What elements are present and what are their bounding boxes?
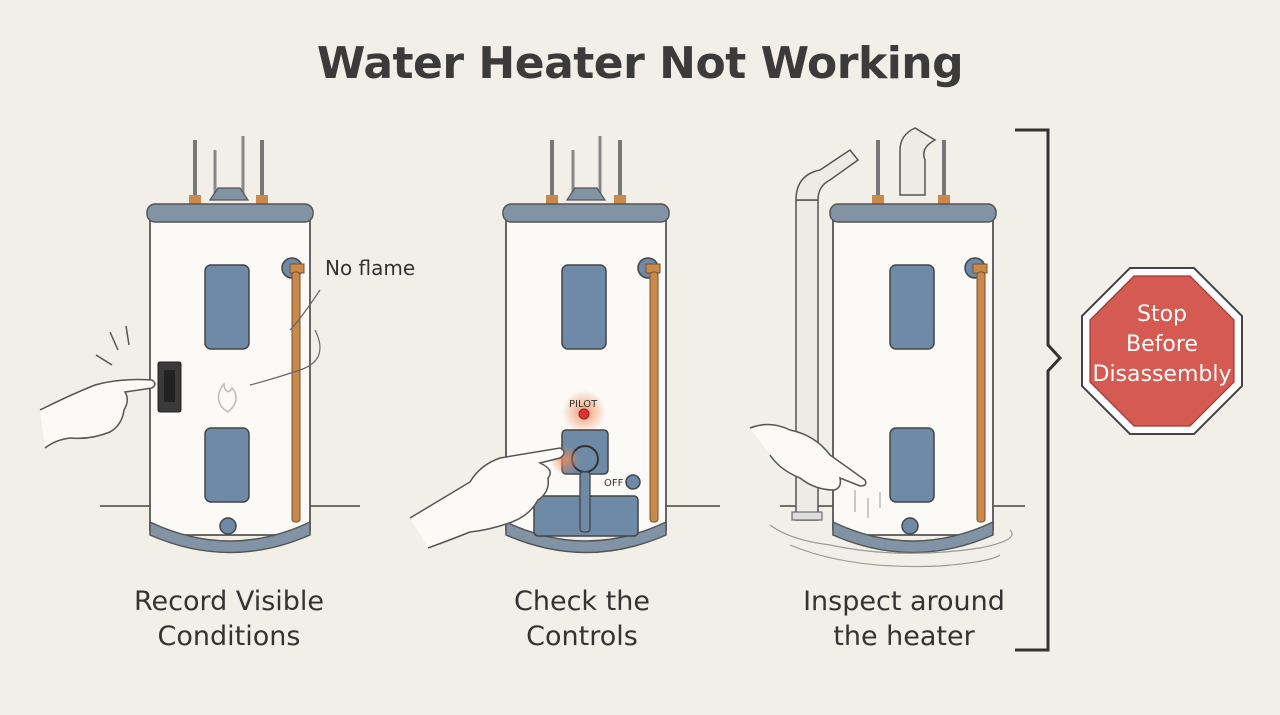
stop-sign-line1: Stop [1136,302,1187,327]
water-heater-3 [749,127,1013,568]
hand-checking-leak-icon [749,423,867,491]
pilot-label: PILOT [569,399,598,410]
step-3-caption-line2: the heater [833,621,975,652]
no-flame-annotation: No flame [325,256,416,280]
step-2-caption-line2: Controls [526,621,638,652]
flame-outline-icon [217,382,237,413]
stop-sign-line3: Disassembly [1092,362,1232,387]
pointing-hand-icon [39,378,156,449]
water-heater-2 [409,136,670,554]
off-label: OFF [604,478,624,489]
step-2-caption: Check the Controls [432,584,732,654]
step-3-caption: Inspect around the heater [754,584,1054,654]
off-knob[interactable] [625,474,641,490]
step-1-caption-line2: Conditions [157,621,301,652]
step-2-caption-line1: Check the [514,586,650,617]
step-3-caption-line1: Inspect around [803,586,1005,617]
hand-turning-knob-icon [409,447,565,549]
stop-sign-icon [1089,275,1235,427]
water-puddle [769,524,1013,554]
drain-valve-icon [219,517,237,535]
pilot-indicator-light [578,408,590,420]
page-title: Water Heater Not Working [316,38,964,89]
grouping-bracket [1015,128,1063,652]
stop-sign-line2: Before [1126,332,1198,357]
step-1-caption: Record Visible Conditions [79,584,379,654]
upper-access-panel [204,264,250,350]
lower-access-panel [204,427,250,503]
step-1-caption-line1: Record Visible [133,586,325,617]
stop-sign-text: Stop Before Disassembly [1082,300,1242,390]
water-heater-1 [39,136,321,554]
